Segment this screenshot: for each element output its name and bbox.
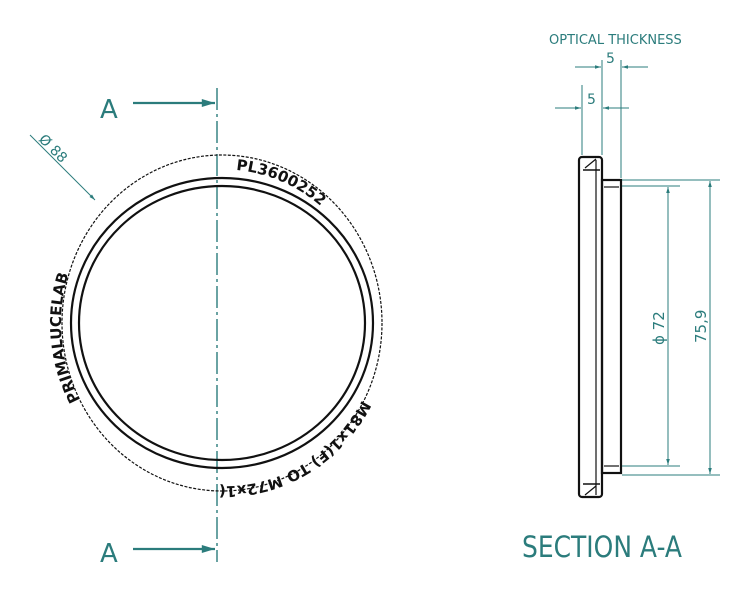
dim-top-value: 5 <box>606 51 615 67</box>
inner-tube <box>600 178 623 475</box>
section-cut-line <box>133 88 218 562</box>
diameter-dimensions <box>622 179 720 476</box>
section-profile <box>577 155 623 499</box>
section-mark-top: A <box>100 95 118 125</box>
optical-thickness-label: OPTICAL THICKNESS <box>549 33 682 48</box>
flange <box>577 155 604 499</box>
knurled-outer-edge <box>61 154 383 492</box>
engraving-brand: PRIMALUCELAB <box>47 270 84 406</box>
section-mark-bottom: A <box>100 539 118 569</box>
front-view-ring <box>61 154 383 492</box>
dim-outer-step: 75,9 <box>692 310 710 343</box>
outer-diameter-dimension: Ø 88 <box>29 132 96 201</box>
leader-line <box>29 134 96 201</box>
dim-flange-value: 5 <box>587 92 596 108</box>
ring-outer-edge <box>69 176 375 470</box>
outer-diameter-label: Ø 88 <box>35 132 70 167</box>
thickness-dimensions <box>555 60 648 178</box>
dim-inner-diameter: ϕ 72 <box>650 311 668 345</box>
ring-inner-edge <box>77 184 367 462</box>
engraving-part-number: PL3600252 <box>235 156 329 209</box>
section-title: SECTION A-A <box>522 530 682 564</box>
